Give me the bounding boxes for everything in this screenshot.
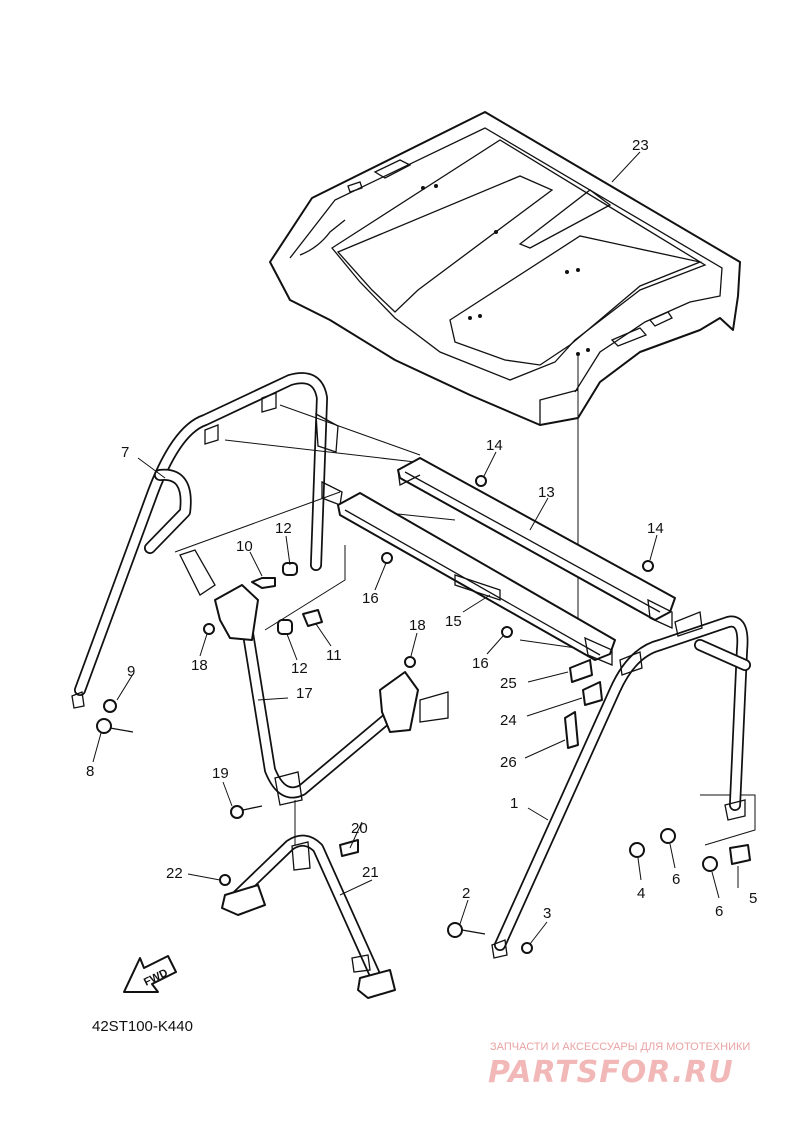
front-frame [491, 611, 751, 959]
watermark-tagline: ЗАПЧАСТИ И АКСЕССУАРЫ ДЛЯ МОТОТЕХНИКИ [490, 1041, 750, 1053]
fwd-arrow-icon: FWD [123, 955, 177, 993]
watermark-logo: PARTSFOR.RU [488, 1055, 734, 1090]
stand-21 [221, 800, 396, 999]
roof-panel [269, 111, 741, 426]
callout-26: 26 [500, 754, 517, 771]
callout-2: 2 [462, 885, 470, 902]
callout-21: 21 [362, 864, 379, 881]
callout-11: 11 [326, 647, 342, 664]
watermark: ЗАПЧАСТИ И АКСЕССУАРЫ ДЛЯ МОТОТЕХНИКИ PA… [488, 1041, 750, 1090]
callout-15: 15 [445, 613, 462, 630]
diagram-code: 42ST100-K440 [92, 1018, 193, 1035]
callout-5: 5 [749, 890, 757, 907]
callout-12-lower: 12 [291, 660, 308, 677]
callout-25: 25 [500, 675, 517, 692]
callout-9: 9 [127, 663, 135, 680]
callout-4: 4 [637, 885, 645, 902]
callout-22: 22 [166, 865, 183, 882]
callout-16-left: 16 [362, 590, 379, 607]
callout-7: 7 [121, 444, 129, 461]
callout-13: 13 [538, 484, 555, 501]
callout-18-left: 18 [191, 657, 208, 674]
callout-12-upper: 12 [275, 520, 292, 537]
callout-20: 20 [351, 820, 368, 837]
callout-14-lower: 14 [647, 520, 664, 537]
callout-18-right: 18 [409, 617, 426, 634]
callout-23: 23 [632, 137, 649, 154]
callout-24: 24 [500, 712, 517, 729]
cross-member-15 [337, 492, 616, 666]
callout-1: 1 [510, 795, 518, 812]
callout-17: 17 [296, 685, 313, 702]
callout-8: 8 [86, 763, 94, 780]
rear-frame [71, 372, 343, 709]
callout-6-upper: 6 [672, 871, 680, 888]
brace-17 [179, 549, 449, 806]
callout-10: 10 [236, 538, 253, 555]
cross-member-13 [397, 457, 676, 630]
callout-6-lower: 6 [715, 903, 723, 920]
callout-3: 3 [543, 905, 551, 922]
callout-leaders [92, 151, 739, 945]
callout-16-right: 16 [472, 655, 489, 672]
callout-14-upper: 14 [486, 437, 503, 454]
callout-19: 19 [212, 765, 229, 782]
callout-labels: 23 7 14 13 14 10 12 16 15 16 12 11 18 18… [86, 137, 757, 922]
